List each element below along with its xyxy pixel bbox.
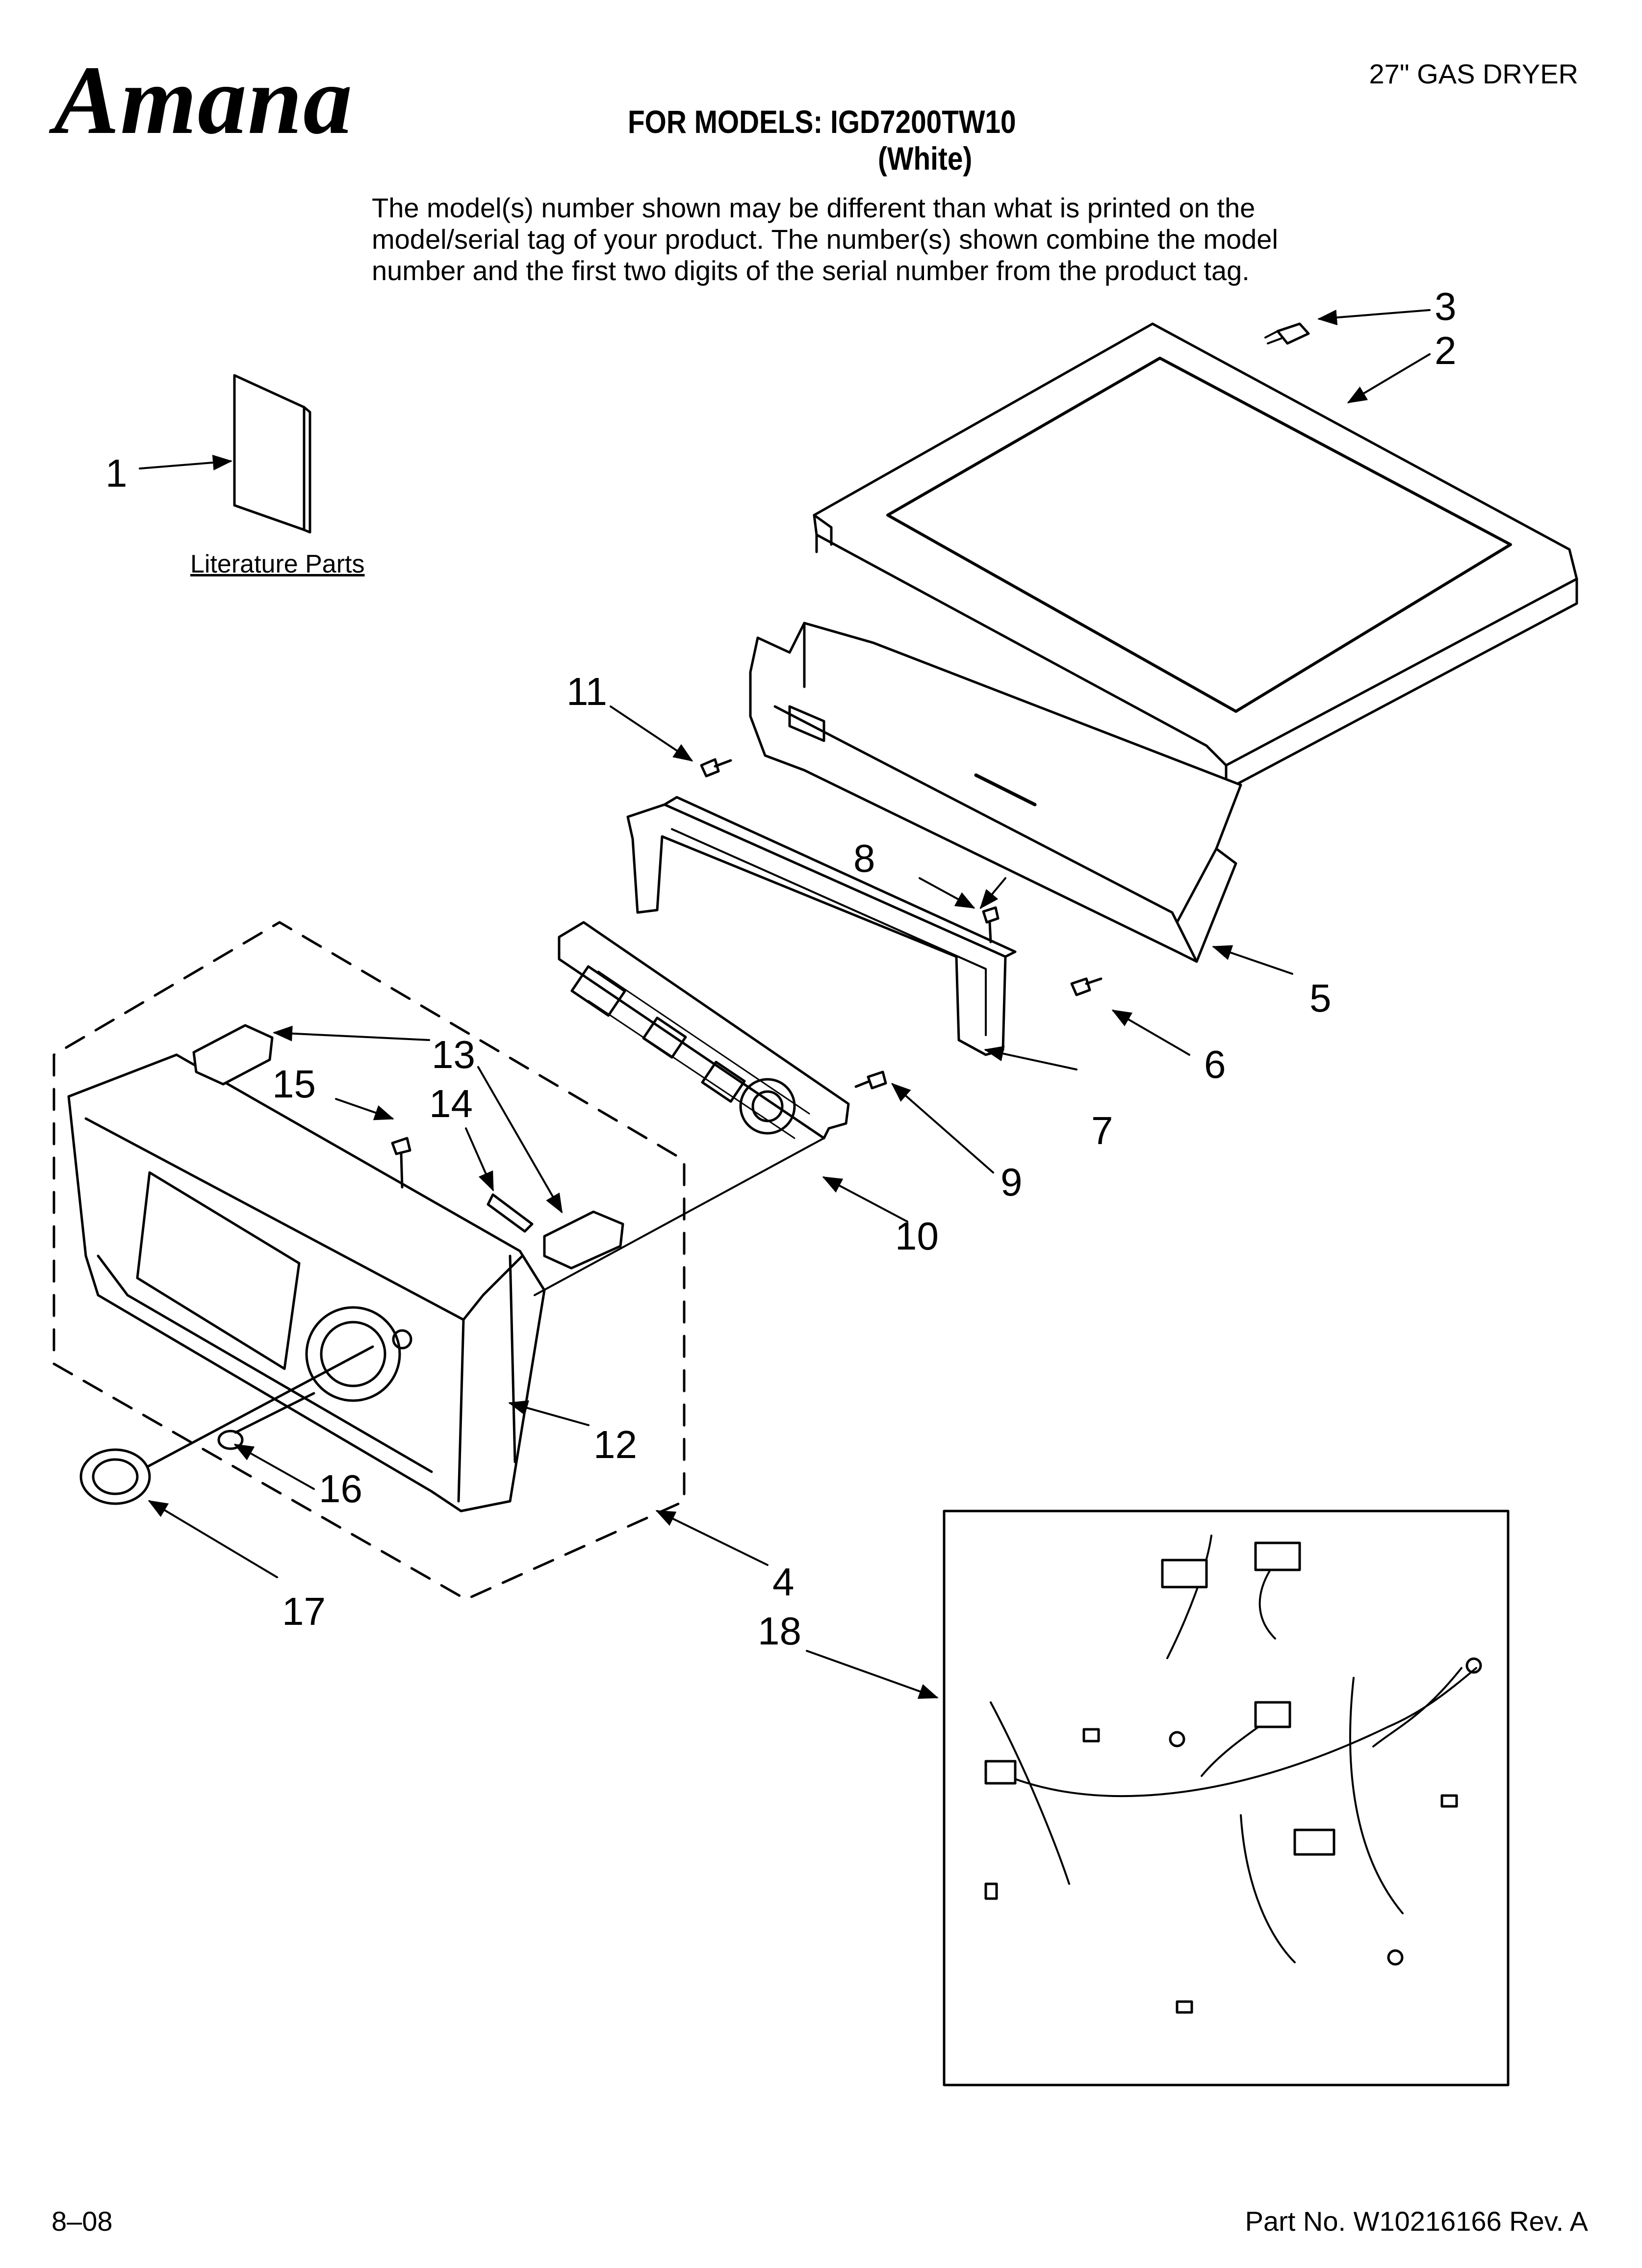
callout-14: 14 [429, 1082, 473, 1125]
leader-lines [139, 309, 1431, 1699]
callout-12: 12 [593, 1423, 637, 1466]
callout-5: 5 [1309, 976, 1332, 1020]
part-console-panel [67, 1053, 546, 1512]
disclaimer-line: number and the first two digits of the s… [372, 255, 1250, 286]
callout-2: 2 [1435, 329, 1457, 372]
callout-9: 9 [1001, 1160, 1023, 1204]
disclaimer-line: model/serial tag of your product. The nu… [372, 224, 1278, 255]
console-assembly-boundary [52, 921, 686, 1601]
footer-part-number: Part No. W10216166 Rev. A [1245, 2206, 1588, 2237]
callout-8: 8 [853, 836, 875, 880]
part-ui-housing [626, 796, 1017, 1056]
callout-6: 6 [1204, 1043, 1226, 1086]
callout-11: 11 [566, 670, 608, 713]
part-top-panel [813, 322, 1578, 791]
literature-parts-label: Literature Parts [190, 550, 365, 578]
callout-1: 1 [105, 451, 128, 495]
disclaimer: The model(s) number shown may be differe… [372, 192, 1353, 287]
document-type: 27" GAS DRYER [1369, 58, 1578, 89]
part-literature-booklet [233, 374, 311, 534]
part-latches [192, 1024, 624, 1270]
callout-13: 13 [432, 1033, 475, 1076]
callout-18: 18 [758, 1609, 801, 1653]
footer-date: 8–08 [51, 2206, 113, 2237]
part-screw-top [1264, 322, 1310, 345]
part-control-board [558, 921, 850, 1140]
part-screws [700, 758, 1103, 1090]
models-title: FOR MODELS: IGD7200TW10 [628, 104, 1016, 140]
callout-10: 10 [895, 1214, 939, 1258]
callout-15: 15 [272, 1062, 316, 1106]
callout-4: 4 [772, 1560, 795, 1604]
part-knobs [79, 1345, 374, 1505]
brand-logo: Amana [54, 46, 354, 155]
models-color: (White) [878, 140, 973, 177]
callout-3: 3 [1435, 285, 1457, 328]
callout-16: 16 [319, 1467, 362, 1511]
callout-17: 17 [282, 1590, 326, 1633]
part-console-bracket [749, 622, 1242, 963]
callout-7: 7 [1091, 1109, 1113, 1152]
disclaimer-line: The model(s) number shown may be differe… [372, 192, 1256, 223]
part-wire-harness [943, 1510, 1510, 2086]
